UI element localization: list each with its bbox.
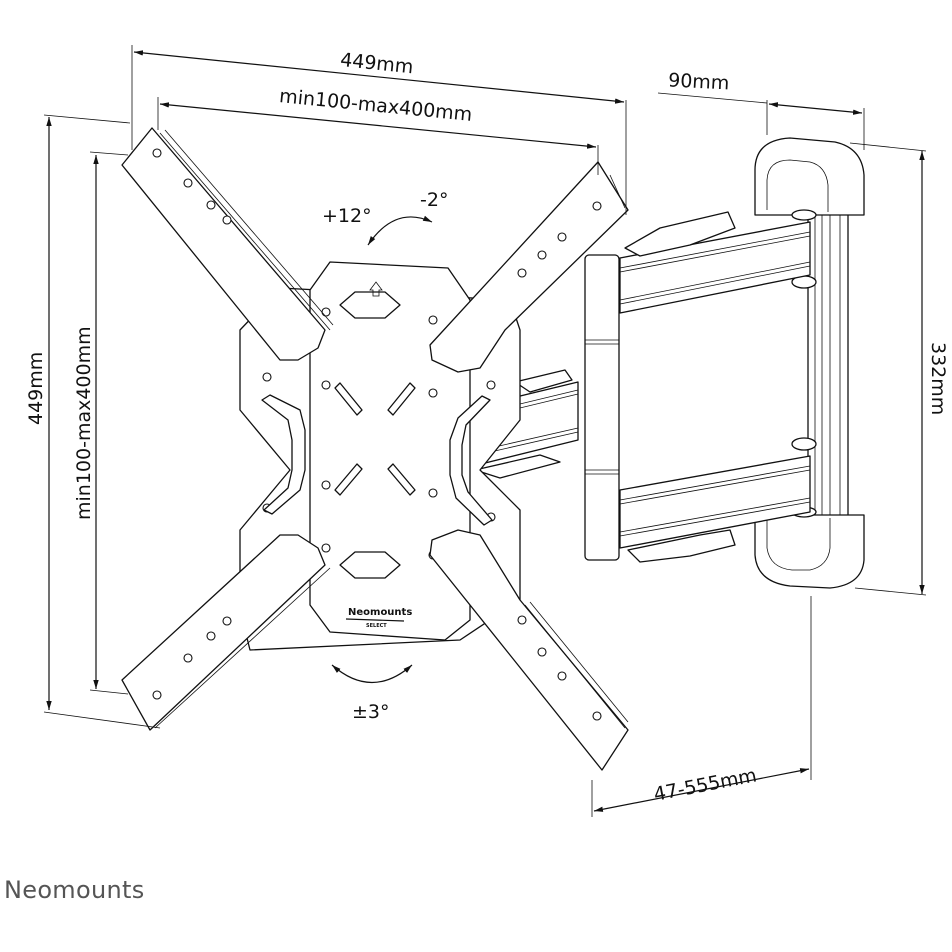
- dimension-vesa-height: min100-max400mm: [73, 151, 129, 695]
- plate-brand-text: Neomounts: [348, 607, 412, 618]
- rotation-indicator: ±3°: [331, 664, 413, 723]
- hexagon-cutout-bottom: [339, 551, 401, 579]
- vesa-height-label: min100-max400mm: [73, 326, 95, 520]
- dimension-extension: 47-555mm: [591, 596, 812, 817]
- wall-plate-depth-label: 90mm: [668, 69, 730, 94]
- dimension-overall-width: 449mm: [131, 45, 627, 215]
- extension-label: 47-555mm: [652, 764, 759, 806]
- dimension-overall-height: 449mm: [25, 114, 161, 729]
- dimension-vesa-width: min100-max400mm: [157, 85, 599, 175]
- plate-brand-subline: SELECT: [366, 623, 387, 629]
- vesa-bracket: Neomounts SELECT: [121, 127, 629, 771]
- tilt-down-label: -2°: [420, 189, 448, 211]
- wall-plate: [754, 137, 865, 589]
- wall-plate-height-label: 332mm: [927, 342, 949, 415]
- tilt-up-label: +12°: [322, 205, 372, 227]
- vesa-width-label: min100-max400mm: [278, 85, 473, 126]
- dimension-wall-plate-depth: 90mm: [657, 69, 865, 150]
- hexagon-cutout-top: [339, 291, 401, 319]
- brand-logo: Neomounts: [4, 876, 145, 904]
- up-arrow-icon: [369, 281, 383, 297]
- dimension-wall-plate-height: 332mm: [849, 142, 949, 596]
- overall-height-label: 449mm: [25, 352, 47, 425]
- rotation-label: ±3°: [352, 701, 390, 723]
- tilt-indicator: +12° -2°: [322, 189, 448, 246]
